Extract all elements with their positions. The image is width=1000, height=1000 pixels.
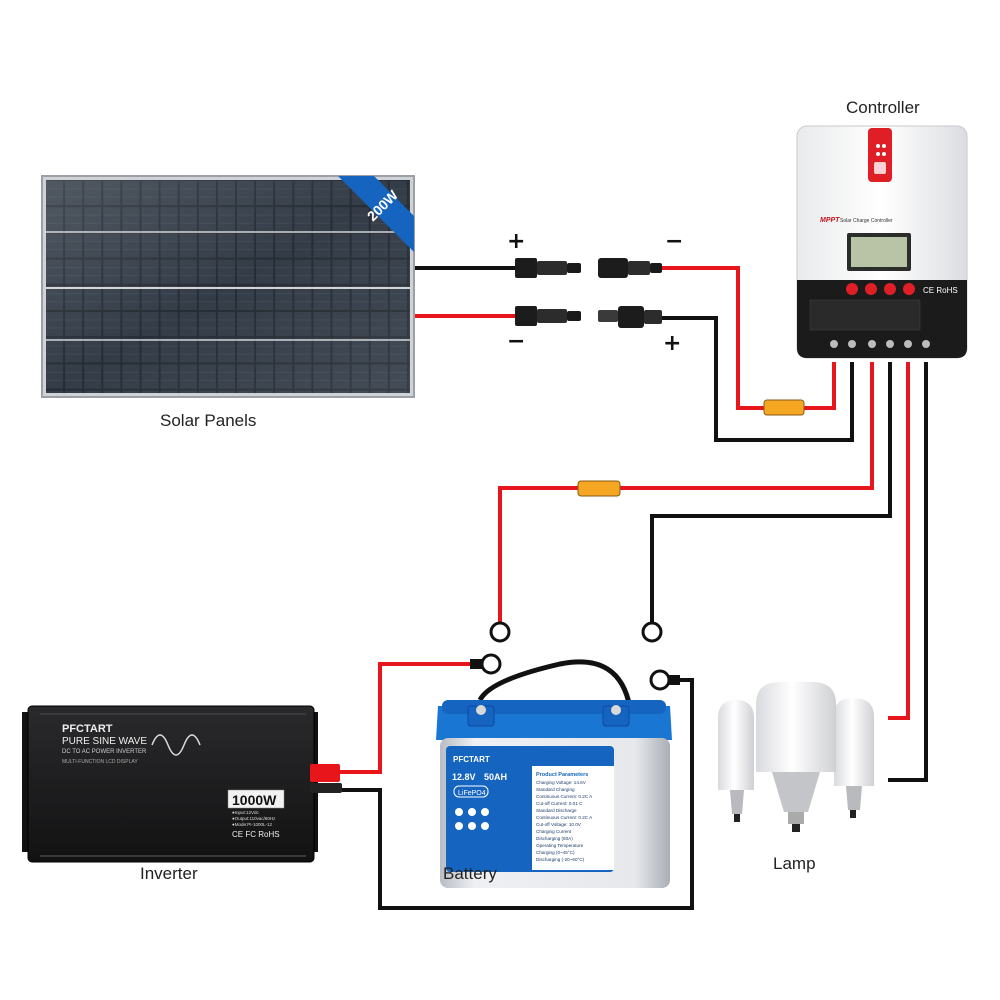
- minus-sign-bottom: −: [507, 329, 525, 354]
- inverter-black-wire: [342, 678, 694, 910]
- battery-label: Battery: [443, 864, 497, 883]
- inverter-red-terminal: [310, 764, 340, 782]
- load-red-wire: [888, 362, 910, 720]
- battery-param-line: Discharging (-20~60°C): [536, 857, 585, 862]
- battery-param-line: Charging (0~45°C): [536, 850, 575, 855]
- mc4-female-bottom: [515, 306, 581, 326]
- pv-black-wire: [660, 316, 854, 442]
- battery-red-wire: [498, 362, 874, 622]
- inverter-line3: MULTI-FUNCTION LCD DISPLAY: [62, 759, 138, 765]
- lamp-label: Lamp: [773, 854, 816, 873]
- plus-sign-bottom: +: [663, 331, 681, 356]
- battery-icons: [455, 808, 489, 830]
- battery-param-line: Standard Charging: [536, 787, 575, 792]
- inverter-spec3: ●Mode:PI-1000L-12: [232, 822, 272, 827]
- battery-capacity: 50AH: [484, 772, 507, 782]
- sine-wave-icon: [151, 734, 201, 756]
- plus-sign-top: +: [507, 229, 525, 254]
- inverter-subtitle: DC TO AC POWER INVERTER: [62, 749, 147, 755]
- controller-cert: CE RoHS: [923, 286, 958, 295]
- battery-handle: [477, 659, 633, 709]
- inverter: PFCTART PURE SINE WAVE DC TO AC POWER IN…: [22, 705, 342, 883]
- battery: PFCTART 12.8V 50AH LiFePO4 Product Param…: [436, 659, 672, 888]
- battery-params-list: Charging Voltage: 14.6V Standard Charging…: [536, 780, 593, 862]
- ring-terminal-inverter-black: [649, 669, 680, 691]
- battery-voltage: 12.8V: [452, 772, 476, 782]
- inverter-title: PURE SINE WAVE: [62, 736, 147, 747]
- battery-param-line: Cut-off Current: 0.01 C: [536, 801, 583, 806]
- controller-buttons: [846, 283, 915, 295]
- controller-label: Controller: [846, 98, 920, 117]
- inverter-brand: PFCTART: [62, 723, 113, 735]
- mc4-female-top: [598, 258, 662, 278]
- mc4-male-top: [515, 258, 581, 278]
- inverter-spec2: ●Output:110vac/60Hz: [232, 816, 276, 821]
- pv-fuse: [763, 399, 805, 416]
- inverter-red-wire: [340, 662, 472, 774]
- inverter-power: 1000W: [232, 792, 277, 808]
- mc4-male-bottom: [598, 306, 662, 328]
- controller-terminals: [830, 340, 930, 348]
- bulb-left: [718, 700, 754, 822]
- battery-chemistry: LiFePO4: [458, 790, 486, 797]
- controller-model: MPPT: [820, 217, 840, 224]
- ring-terminal-black-top: [641, 621, 663, 643]
- bulb-center: [756, 682, 836, 832]
- minus-sign-top: −: [665, 229, 683, 254]
- ring-terminal-red-top: [489, 621, 511, 643]
- battery-param-line: Charging Current: [536, 829, 572, 834]
- bulb-right: [834, 698, 874, 818]
- lamps: Lamp: [718, 682, 874, 873]
- battery-param-line: Cut-off Voltage: 10.0V: [536, 822, 582, 827]
- battery-param-line: Discharging (50A): [536, 836, 573, 841]
- load-black-wire: [888, 362, 928, 782]
- inverter-cert: CE FC RoHS: [232, 830, 280, 839]
- solar-panel: 200W Solar Panels: [41, 175, 415, 430]
- battery-params-title: Product Parameters: [536, 772, 588, 778]
- battery-black-wire: [650, 362, 892, 622]
- wiring: [340, 266, 928, 910]
- inverter-spec1: ●Input:12Vdc: [232, 810, 259, 815]
- controller-subtitle: Solar Charge Controller: [840, 218, 893, 224]
- inverter-label: Inverter: [140, 864, 198, 883]
- battery-param-line: Charging Voltage: 14.6V: [536, 780, 587, 785]
- battery-param-line: Operating Temperature: [536, 843, 584, 848]
- pv-red-wire: [660, 266, 836, 410]
- ring-terminal-inverter-red: [470, 653, 502, 675]
- charge-controller: Controller MPPT Solar Charge Controller …: [796, 98, 968, 359]
- wattage-badge: 200W: [338, 176, 414, 252]
- mc4-connectors: + − − +: [507, 229, 683, 356]
- battery-param-line: Continuous Current: 0.2C A: [536, 815, 593, 820]
- battery-brand: PFCTART: [453, 755, 490, 764]
- battery-param-line: Standard Discharge: [536, 808, 577, 813]
- battery-fuse: [577, 480, 621, 497]
- battery-param-line: Continuous Current: 0.2C A: [536, 794, 593, 799]
- solar-panels-label: Solar Panels: [160, 411, 256, 430]
